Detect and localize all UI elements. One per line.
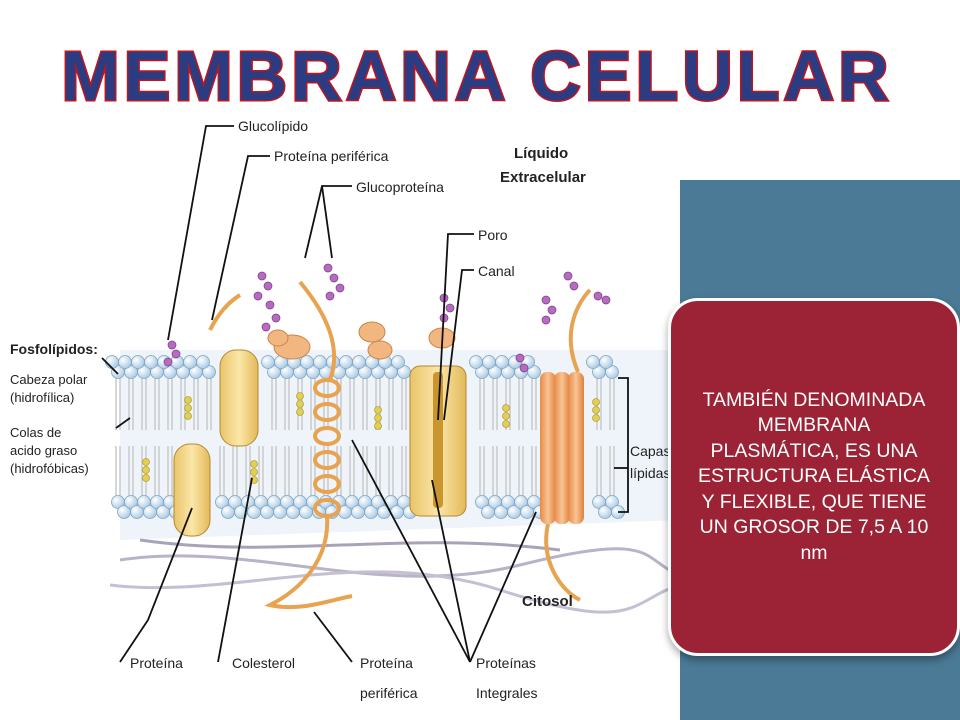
lipid-head <box>313 355 327 369</box>
pointer-lines <box>101 125 628 663</box>
glycoprotein-helix <box>208 280 592 610</box>
lipid-head <box>482 355 496 369</box>
slide-title: MEMBRANA CELULAR <box>61 37 892 115</box>
label-proteinas-integrales-1: Proteínas <box>476 655 536 671</box>
label-proteina-periferica-top: Proteína periférica <box>274 148 389 164</box>
peripheral-proteins-top <box>267 321 456 360</box>
lipid-head <box>586 355 600 369</box>
lipid-head <box>339 355 353 369</box>
label-extracelular: Extracelular <box>500 169 586 186</box>
lipid-head <box>300 355 314 369</box>
label-proteina-periferica-bottom-2: periférica <box>360 685 418 701</box>
label-colesterol: Colesterol <box>232 655 295 671</box>
lipid-head <box>605 365 619 379</box>
lipid-head <box>196 355 210 369</box>
info-text: TAMBIÉN DENOMINADA MEMBRANA PLASMÁTICA, … <box>698 388 930 564</box>
label-canal: Canal <box>478 263 515 279</box>
label-lipidas: lípidas <box>630 465 670 481</box>
channel-protein <box>540 372 584 524</box>
lipid-head <box>352 355 366 369</box>
lipid-head <box>202 365 216 379</box>
label-proteina-periferica-bottom-1: Proteína <box>360 655 413 671</box>
label-glucolipido: Glucolípido <box>238 118 308 134</box>
lipid-head <box>391 355 405 369</box>
lipid-head <box>105 355 119 369</box>
label-hidrofobicas: (hidrofóbicas) <box>10 461 89 476</box>
lipid-head <box>469 355 483 369</box>
pore-opening <box>433 372 443 508</box>
title-area: MEMBRANA CELULAR <box>60 36 892 117</box>
label-colas-de: Colas de <box>10 425 61 440</box>
label-proteinas-integrales-2: Integrales <box>476 685 537 701</box>
label-proteina: Proteína <box>130 655 183 671</box>
label-acido-graso: acido graso <box>10 443 77 458</box>
lipid-head <box>118 355 132 369</box>
label-capas: Capas <box>630 443 670 459</box>
label-glucoproteina: Glucoproteína <box>356 179 444 195</box>
lipid-head <box>261 355 275 369</box>
lipid-head <box>605 495 619 509</box>
capas-bracket <box>618 377 629 513</box>
integral-protein-upper <box>219 349 259 447</box>
label-poro: Poro <box>478 227 508 243</box>
lipid-head <box>527 365 541 379</box>
lipid-head <box>131 355 145 369</box>
label-cabeza-polar: Cabeza polar <box>10 372 88 387</box>
info-box: TAMBIÉN DENOMINADA MEMBRANA PLASMÁTICA, … <box>668 298 960 656</box>
integral-protein-lower <box>173 443 211 537</box>
lipid-head <box>495 355 509 369</box>
lipid-heads-upper <box>105 355 619 379</box>
lipid-heads-lower <box>111 495 625 519</box>
label-liquido: Líquido <box>514 145 568 162</box>
lipid-tails <box>115 378 615 496</box>
label-hidrofilica: (hidrofílica) <box>10 390 74 405</box>
lipid-head <box>144 355 158 369</box>
cytoskeleton-filaments <box>109 538 681 614</box>
label-fosfolipidos: Fosfolípidos: <box>10 341 98 357</box>
label-citosol: Citosol <box>522 593 573 610</box>
cholesterol-molecules <box>142 392 600 484</box>
lipid-head <box>183 355 197 369</box>
lipid-head <box>599 355 613 369</box>
